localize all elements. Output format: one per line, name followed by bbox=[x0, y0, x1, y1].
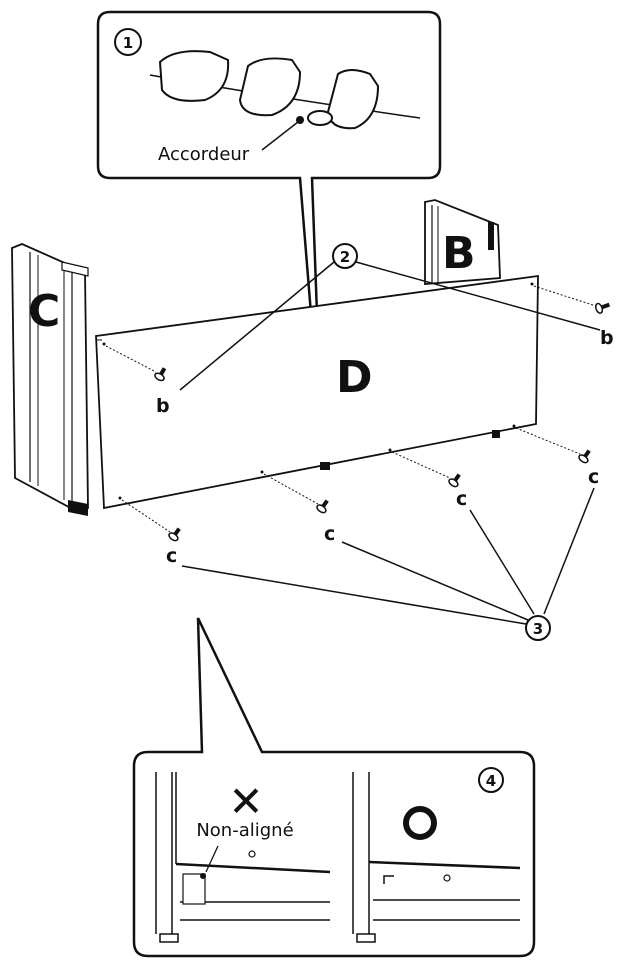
step-4-number: 4 bbox=[486, 772, 496, 790]
screw-c1-guide bbox=[121, 499, 171, 533]
hole-c-2 bbox=[260, 470, 264, 474]
main-assembly: B C D bbox=[11, 199, 614, 641]
screw-c3-icon bbox=[448, 473, 461, 488]
step-3-leader-4 bbox=[543, 487, 595, 615]
screw-c1-label: c bbox=[166, 545, 177, 567]
panel-bottom-misaligned bbox=[175, 862, 331, 874]
hole-b-right bbox=[530, 282, 534, 286]
part-c-label: C bbox=[28, 286, 60, 337]
step-3-callout: 3 bbox=[181, 487, 595, 641]
wrong-x-icon: ✕ bbox=[228, 777, 263, 826]
step-2-leader-right bbox=[355, 261, 601, 331]
right-pedal bbox=[326, 69, 380, 130]
hole-c-3 bbox=[388, 448, 392, 452]
side-c-top-cap bbox=[61, 261, 89, 277]
side-b-bracket bbox=[488, 222, 494, 250]
hole-b-left bbox=[102, 342, 106, 346]
screws-c: c c c c bbox=[121, 427, 599, 567]
view-misaligned: Non-aligné ✕ bbox=[155, 772, 331, 943]
step-3-badge bbox=[525, 615, 551, 641]
inset-pedals: Accordeur 1 bbox=[96, 10, 442, 451]
misalign-leader bbox=[205, 845, 219, 873]
side-panel-b: B bbox=[424, 199, 501, 285]
screw-c4-guide bbox=[515, 427, 581, 455]
correct-o-icon bbox=[403, 806, 437, 840]
foot-right bbox=[356, 933, 376, 943]
view-aligned: 4 bbox=[352, 767, 521, 943]
step-1-badge bbox=[114, 28, 142, 56]
tuner-leader bbox=[261, 121, 299, 151]
misaligned-label: Non-aligné bbox=[196, 820, 293, 841]
screw-c3-guide bbox=[391, 451, 451, 479]
hole-c-4 bbox=[512, 424, 516, 428]
back-panel-d-body bbox=[95, 274, 539, 510]
screw-c1-icon bbox=[168, 527, 181, 542]
screw-b-right-guide bbox=[533, 285, 597, 307]
step-1-number: 1 bbox=[123, 34, 133, 52]
screw-c4-icon bbox=[578, 449, 591, 464]
screw-c2-icon bbox=[316, 499, 329, 514]
side-c-foot bbox=[68, 500, 88, 516]
screw-hole-right bbox=[443, 874, 451, 882]
back-panel-d: D bbox=[95, 274, 539, 510]
step-2-number: 2 bbox=[340, 248, 350, 266]
screw-b-left-icon bbox=[154, 367, 167, 382]
hole-c-1 bbox=[118, 496, 122, 500]
side-panel-c: C bbox=[11, 243, 89, 516]
step-3-leader-2 bbox=[341, 541, 529, 621]
side-panel-c-body bbox=[11, 243, 89, 513]
screw-c2-guide bbox=[263, 473, 319, 505]
step-2-leader-left bbox=[179, 261, 335, 391]
corner-mark bbox=[383, 875, 394, 884]
screws-b: b b bbox=[105, 285, 614, 417]
screw-c2-label: c bbox=[324, 523, 335, 545]
screw-hole-left bbox=[248, 850, 256, 858]
step-2-callout: 2 bbox=[179, 243, 601, 391]
part-d-label: D bbox=[336, 352, 373, 403]
panel-foot-right bbox=[492, 430, 500, 438]
screw-b-right-icon bbox=[595, 302, 611, 314]
screw-c4-label: c bbox=[588, 466, 599, 488]
inset-alignment: Non-aligné ✕ 4 bbox=[132, 617, 536, 958]
screw-b-right-label: b bbox=[600, 327, 614, 349]
middle-pedal bbox=[238, 57, 302, 117]
step-4-badge bbox=[478, 767, 504, 793]
foot-left bbox=[159, 933, 179, 943]
step-3-leader-1 bbox=[181, 565, 527, 625]
tuner-label: Accordeur bbox=[158, 144, 250, 165]
screw-b-left-label: b bbox=[156, 395, 170, 417]
left-pedal bbox=[158, 50, 230, 102]
part-b-label: B bbox=[442, 228, 476, 279]
screw-c3-label: c bbox=[456, 488, 467, 510]
side-panel-b-body bbox=[424, 199, 501, 285]
screw-b-left-guide bbox=[105, 345, 157, 373]
step-2-badge bbox=[332, 243, 358, 269]
step-3-leader-3 bbox=[469, 509, 535, 615]
tuner-knob-icon bbox=[307, 110, 333, 126]
inset-alignment-frame bbox=[132, 617, 536, 958]
bracket-left bbox=[182, 873, 206, 905]
misalign-dot-icon bbox=[200, 873, 206, 879]
step-3-number: 3 bbox=[533, 620, 543, 638]
panel-foot bbox=[320, 462, 330, 470]
panel-bottom-aligned bbox=[368, 860, 521, 870]
